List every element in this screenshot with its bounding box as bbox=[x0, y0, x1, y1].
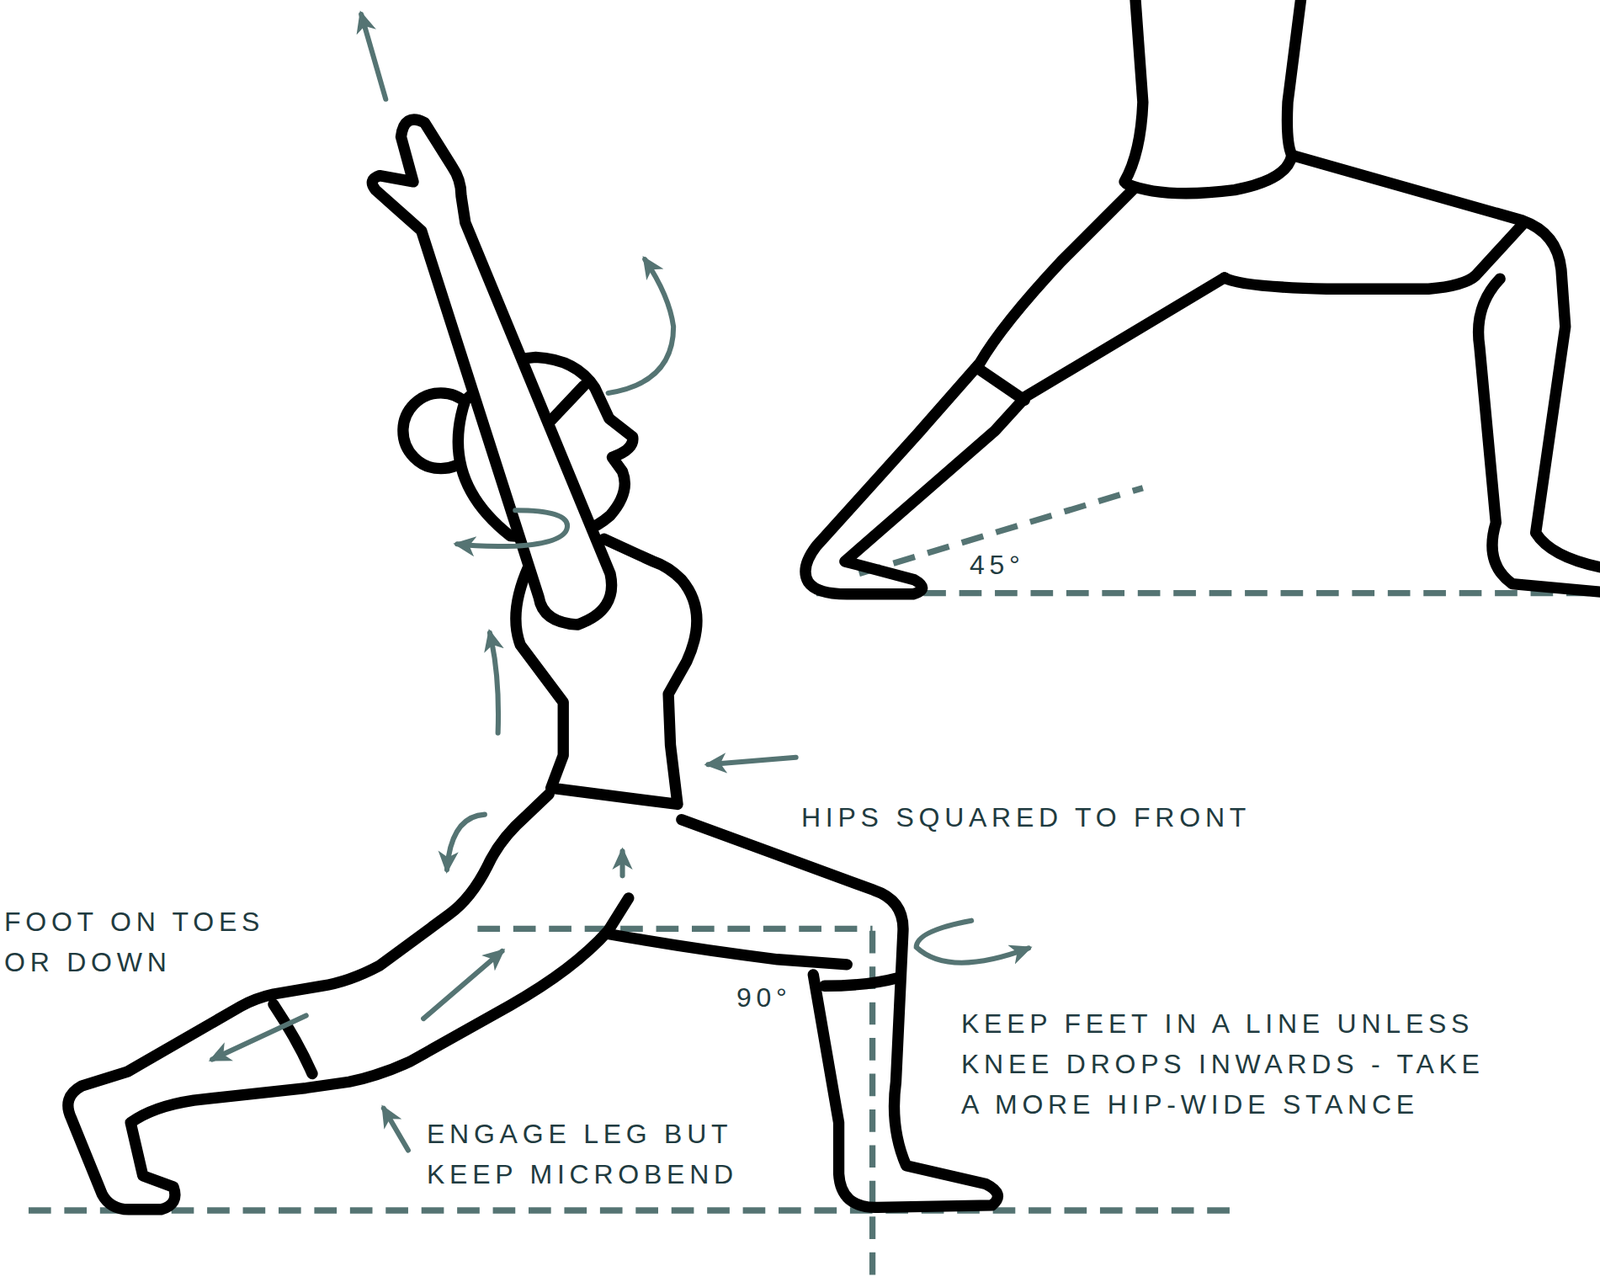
angle-label: 45° bbox=[969, 544, 1026, 585]
callout-label: ENGAGE LEG BUT KEEP MICROBEND bbox=[426, 1113, 781, 1195]
figure-outline bbox=[805, 0, 1600, 595]
figure-outline bbox=[68, 119, 999, 1210]
callout-label: KEEP FEET IN A LINE UNLESS KNEE DROPS IN… bbox=[961, 1003, 1507, 1125]
guide-lines bbox=[28, 488, 1599, 1278]
callout-label: HIPS SQUARED TO FRONT bbox=[801, 797, 1251, 838]
callout-label: FOOT ON TOES OR DOWN bbox=[4, 901, 291, 983]
angle-label: 90° bbox=[736, 977, 793, 1018]
action-arrows bbox=[212, 14, 1029, 1150]
